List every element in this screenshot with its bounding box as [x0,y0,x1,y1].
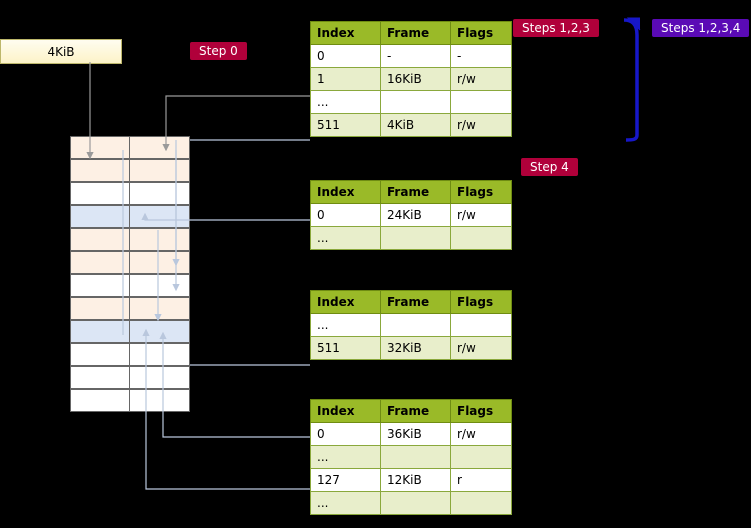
table-row: ... [310,90,512,114]
table-cell [380,491,451,515]
table-cell [380,313,451,337]
column-header: Flags [450,21,512,45]
memory-frame-row [70,366,190,389]
step-label-step123: Steps 1,2,3 [513,19,599,37]
table-cell: 24KiB [380,203,451,227]
column-header: Flags [450,399,512,423]
memory-frame-row [70,297,190,320]
table-cell: r/w [450,203,512,227]
table-cell [380,226,451,250]
table-cell [450,313,512,337]
bracket-top-curve [623,18,639,36]
column-header: Frame [380,180,451,204]
memory-block-4kib: 4KiB [0,39,122,64]
memory-block-label: 4KiB [47,44,75,59]
table-cell: 0 [310,44,381,68]
table-row: ... [310,491,512,515]
table-row: ... [310,226,512,250]
bracket-bottom-curve [625,134,639,142]
step-label-step1234: Steps 1,2,3,4 [652,19,750,37]
column-header: Flags [450,290,512,314]
memory-frame-row [70,389,190,412]
table-cell: 0 [310,203,381,227]
column-header: Index [310,290,381,314]
column-header: Frame [380,399,451,423]
table-cell: - [450,44,512,68]
table-row: 0-- [310,44,512,68]
table-cell: ... [310,445,381,469]
table-cell: ... [310,313,381,337]
table-row: ... [310,313,512,337]
column-header: Index [310,21,381,45]
table-row: ... [310,445,512,469]
table-cell: 16KiB [380,67,451,91]
table-cell: r [450,468,512,492]
memory-frame-row [70,320,190,343]
column-header: Frame [380,21,451,45]
table-cell [450,90,512,114]
memory-frame-row [70,182,190,205]
table-cell [450,445,512,469]
table-cell: 1 [310,67,381,91]
table-cell: r/w [450,67,512,91]
table-cell: 511 [310,336,381,360]
memory-column-divider [129,136,130,412]
table-cell: 32KiB [380,336,451,360]
table-cell: 12KiB [380,468,451,492]
table-cell: ... [310,90,381,114]
column-header: Index [310,399,381,423]
memory-frame-column [70,136,190,412]
table-cell: ... [310,226,381,250]
table-cell: 4KiB [380,113,451,137]
table-cell: r/w [450,422,512,446]
memory-frame-row [70,228,190,251]
table-cell: - [380,44,451,68]
table-cell [450,491,512,515]
memory-frame-row [70,251,190,274]
step-label-step0: Step 0 [190,42,247,60]
table-cell: 127 [310,468,381,492]
memory-frame-row [70,136,190,159]
column-header: Flags [450,180,512,204]
table-cell [450,226,512,250]
table-cell [380,445,451,469]
table-cell [380,90,451,114]
memory-frame-row [70,343,190,366]
column-header: Index [310,180,381,204]
column-header: Frame [380,290,451,314]
memory-frame-row [70,205,190,228]
table-cell: ... [310,491,381,515]
step-label-step4: Step 4 [521,158,578,176]
table-cell: 36KiB [380,422,451,446]
bracket-arrowhead [626,17,641,31]
memory-frame-row [70,274,190,297]
table-cell: r/w [450,113,512,137]
table-cell: 511 [310,113,381,137]
table-cell: r/w [450,336,512,360]
memory-frame-row [70,159,190,182]
table-cell: 0 [310,422,381,446]
